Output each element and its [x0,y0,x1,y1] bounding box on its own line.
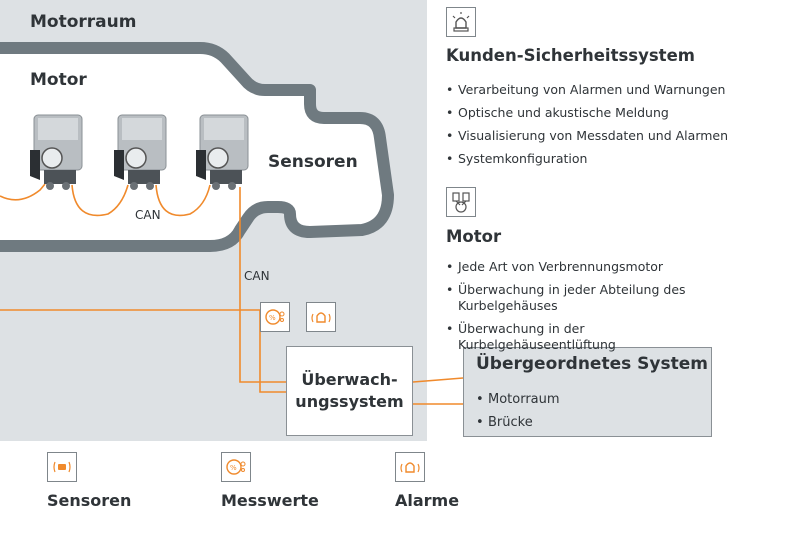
sensor-unit-3 [196,114,249,190]
sensor-unit-1 [30,114,83,190]
can-wire-left [0,183,46,201]
safety-system-title: Kunden-Sicherheitssystem [446,46,695,65]
legend-sensoren-label: Sensoren [47,491,132,510]
can-wire-2-3 [155,184,211,217]
list-item: Motorraum [476,388,560,411]
siren-icon [446,7,476,37]
monitoring-box-line2: ungssystem [295,392,404,411]
legend-messwerte-label: Messwerte [221,491,319,510]
monitoring-system-box: Überwach- ungssystem [286,346,413,436]
legend-alarme-label: Alarme [395,491,460,510]
sensor-unit-2 [114,114,167,190]
motorraum-label: Motorraum [30,12,137,32]
sensoren-label: Sensoren [268,152,358,172]
safety-system-list: Verarbeitung von Alarmen und Warnungen O… [446,78,728,170]
engine-piston-icon [446,187,476,217]
measurement-icon: % [221,452,251,482]
higher-system-title: Übergeordnetes System [476,354,708,374]
measurement-icon: % [260,302,290,332]
list-item: Überwachung in der Kurbelgehäuseentlüftu… [446,321,736,353]
higher-system-box: Übergeordnetes System Motorraum Brücke [463,347,712,437]
list-item: Optische und akustische Meldung [446,101,728,124]
list-item: Jede Art von Verbrennungsmotor [446,259,736,275]
list-item: Systemkonfiguration [446,147,728,170]
can-label-1: CAN [135,208,161,222]
alarm-icon [395,452,425,482]
motor-section-list: Jede Art von Verbrennungsmotor Überwachu… [446,259,736,353]
sensor-icon [47,452,77,482]
wire-system-1 [412,377,464,383]
list-item: Verarbeitung von Alarmen und Warnungen [446,78,728,101]
list-item: Visualisierung von Messdaten und Alarmen [446,124,728,147]
can-wire-down [239,187,287,383]
svg-text:%: % [230,464,237,472]
motor-section-title: Motor [446,227,502,246]
list-item: Brücke [476,411,560,434]
svg-text:%: % [269,314,276,322]
motor-label: Motor [30,70,87,90]
alarm-icon [306,302,336,332]
can-wire-1-2 [71,184,129,217]
list-item: Überwachung in jeder Abteilung des Kurbe… [446,282,736,314]
motor-outline [0,42,394,252]
higher-system-list: Motorraum Brücke [476,388,560,434]
monitoring-box-line1: Überwach- [301,370,398,389]
wire-left-ext [0,309,287,393]
can-label-2: CAN [244,269,270,283]
